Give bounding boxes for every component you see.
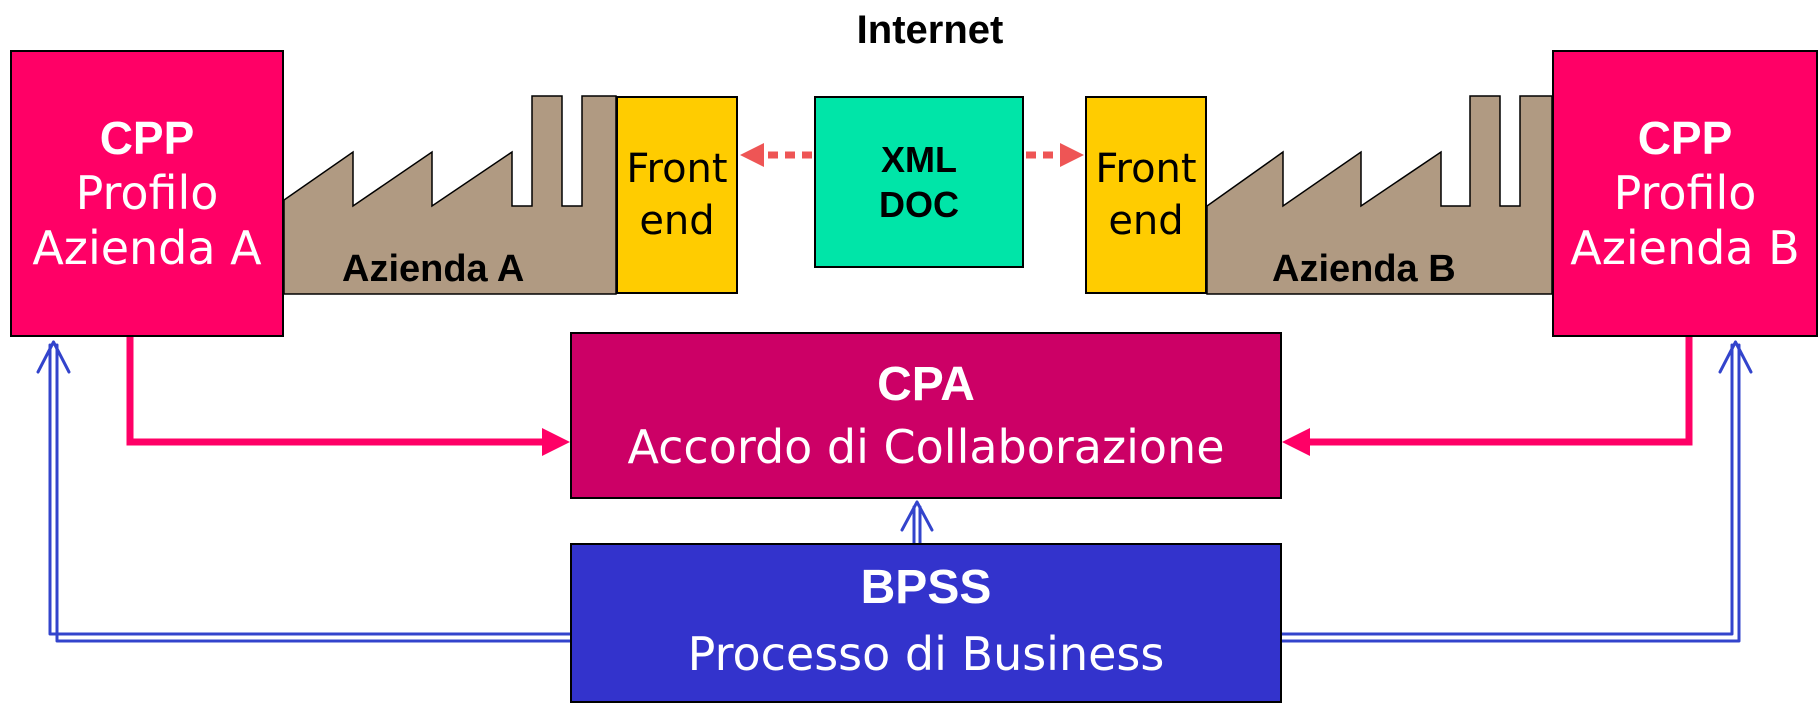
connector-bpss-to-cpp-b [1280, 340, 1753, 643]
xml-doc-box: XML DOC [814, 96, 1024, 268]
xml-doc-line1: XML [881, 139, 957, 180]
cpp-b-line1: Profilo [1613, 165, 1757, 220]
connector-cpp-b-to-cpa [1282, 337, 1693, 456]
connector-bpss-to-cpp-a [36, 340, 572, 643]
cpa-box: CPA Accordo di Collaborazione [570, 332, 1282, 499]
cpa-title: CPA [877, 358, 975, 412]
frontend-b-line1: Front [1095, 146, 1197, 192]
bpss-box: BPSS Processo di Business [570, 543, 1282, 703]
factory-a-label: Azienda A [342, 248, 525, 290]
connector-cpp-a-to-cpa [126, 337, 570, 456]
factory-b-label: Azienda B [1272, 248, 1456, 290]
cpp-a-line1: Profilo [75, 165, 219, 220]
factory-a-shape [283, 95, 617, 295]
dotted-arrow-left [740, 143, 812, 167]
bpss-title: BPSS [860, 561, 992, 614]
xml-doc-line2: DOC [879, 184, 959, 225]
diagram-canvas [36, 95, 1753, 643]
frontend-box-a: Front end [616, 96, 738, 294]
bpss-subtitle: Processo di Business [687, 626, 1165, 681]
cpp-b-line2: Azienda B [1570, 221, 1800, 276]
cpa-subtitle: Accordo di Collaborazione [627, 419, 1225, 474]
cpp-box-azienda-b: CPP Profilo Azienda B [1552, 50, 1818, 337]
frontend-box-b: Front end [1085, 96, 1207, 294]
frontend-a-line1: Front [626, 146, 728, 192]
frontend-a-line2: end [639, 198, 715, 244]
cpp-box-azienda-a: CPP Profilo Azienda A [10, 50, 284, 337]
connector-bpss-to-cpa [900, 500, 934, 545]
cpp-b-title: CPP [1637, 111, 1733, 164]
internet-title: Internet [856, 8, 1004, 52]
frontend-b-line2: end [1108, 198, 1184, 244]
factory-b-shape [1206, 95, 1553, 295]
cpp-a-title: CPP [99, 111, 195, 164]
dotted-arrow-right [1026, 143, 1084, 167]
cpp-a-line2: Azienda A [32, 221, 262, 276]
